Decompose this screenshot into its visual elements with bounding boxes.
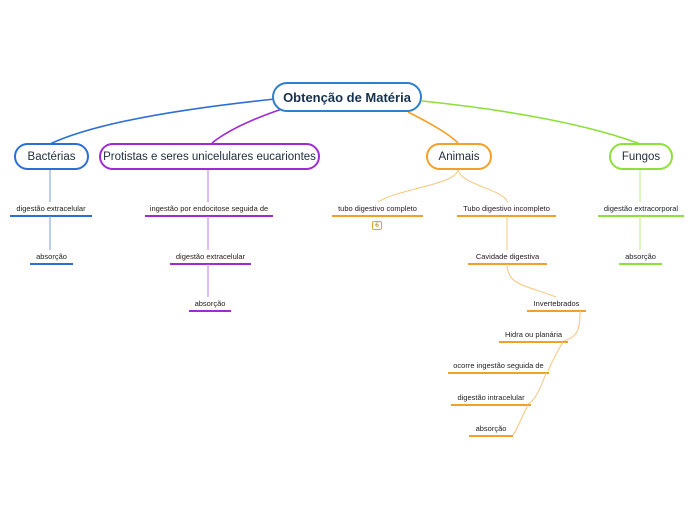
- link-central-animais: [407, 111, 459, 144]
- topic-fungos-label: Fungos: [621, 150, 661, 163]
- animais-ingestao[interactable]: ocorre ingestão seguida de: [453, 361, 544, 370]
- animais-tubo-completo[interactable]: tubo digestivo completo: [338, 204, 417, 213]
- topic-animais-label: Animais: [438, 150, 480, 163]
- topic-protistas[interactable]: Protistas e seres unicelulares eucariont…: [99, 143, 320, 170]
- animais-absorcao[interactable]: absorção: [475, 424, 507, 433]
- fungos-subtopic-1[interactable]: digestão extracorporal: [603, 204, 679, 213]
- central-topic-label: Obtenção de Matéria: [283, 89, 411, 105]
- bacterias-subtopic-2[interactable]: absorção: [36, 252, 67, 261]
- link-central-protistas: [211, 107, 286, 144]
- topic-fungos[interactable]: Fungos: [609, 143, 673, 170]
- topic-protistas-label: Protistas e seres unicelulares eucariont…: [103, 150, 316, 163]
- protistas-subtopic-2[interactable]: digestão extracelular: [175, 252, 246, 261]
- notes-count-badge[interactable]: 6: [372, 221, 382, 230]
- animais-hidra-planaria[interactable]: Hidra ou planária: [504, 330, 563, 339]
- fungos-subtopic-2[interactable]: absorção: [625, 252, 656, 261]
- animais-digestao-intracelular[interactable]: digestão intracelular: [457, 393, 525, 402]
- link-central-bacterias: [49, 98, 276, 145]
- topic-bacterias-label: Bactérias: [27, 150, 76, 163]
- topic-animais[interactable]: Animais: [426, 143, 492, 170]
- topic-bacterias[interactable]: Bactérias: [14, 143, 89, 170]
- protistas-subtopic-3[interactable]: absorção: [194, 299, 226, 308]
- animais-tubo-incompleto[interactable]: Tubo digestivo incompleto: [463, 204, 550, 213]
- link-central-fungos: [421, 100, 641, 145]
- animais-cavidade-digestiva[interactable]: Cavidade digestiva: [475, 252, 540, 261]
- central-topic[interactable]: Obtenção de Matéria: [272, 82, 422, 112]
- animais-invertebrados[interactable]: Invertebrados: [533, 299, 580, 308]
- protistas-subtopic-1[interactable]: ingestão por endocitose seguida de: [149, 204, 269, 213]
- bacterias-subtopic-1[interactable]: digestão extracelular: [16, 204, 86, 213]
